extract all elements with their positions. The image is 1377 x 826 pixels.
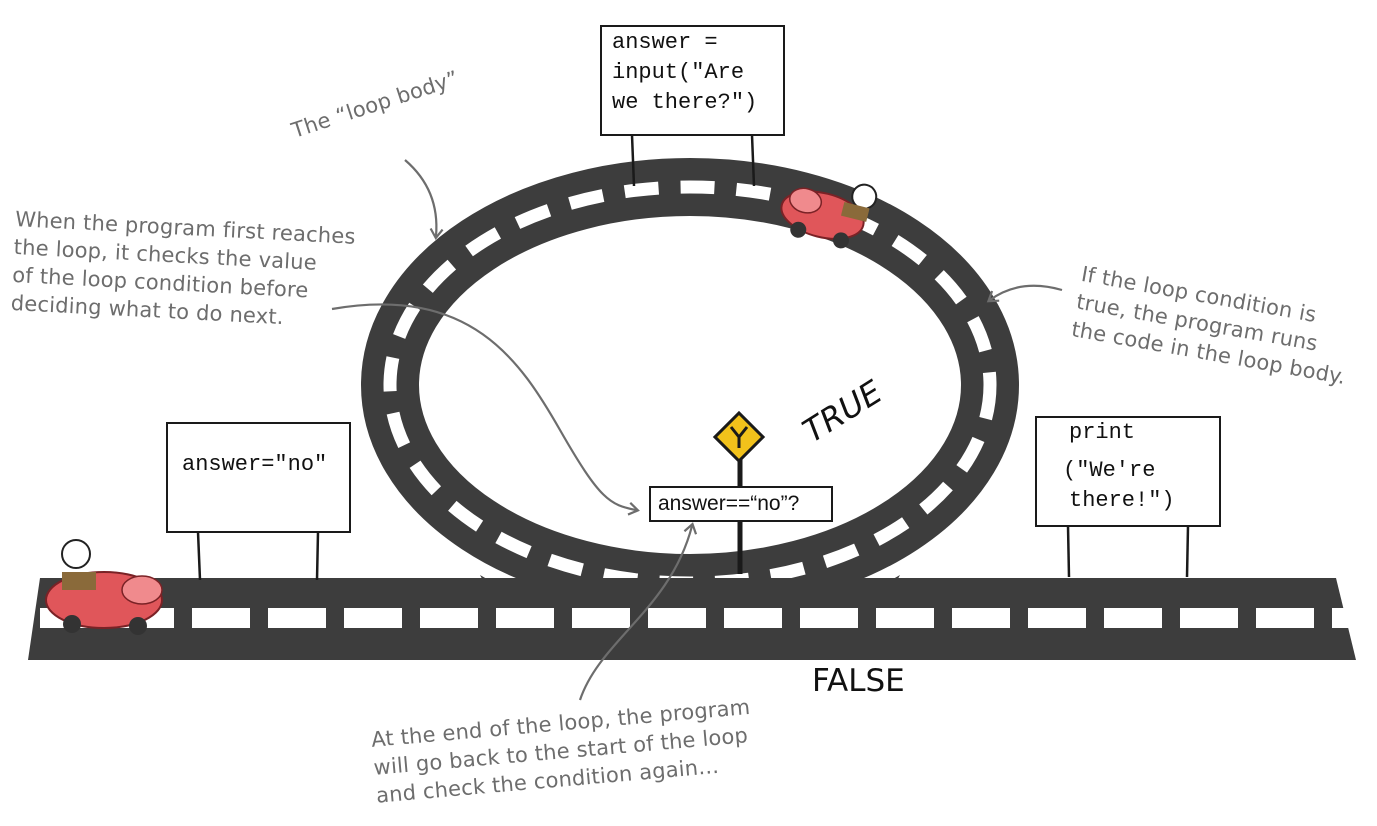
arrow-icon [986, 284, 1063, 303]
sign-line: input("Are [612, 60, 745, 85]
sign-line: we there?") [612, 90, 758, 115]
annotation-arrows [331, 159, 1063, 701]
arrow-icon [331, 303, 640, 516]
sign-line: print [1069, 420, 1136, 445]
false-label: FALSE [812, 663, 905, 699]
sign-line: answer = [612, 30, 718, 55]
straight-road [28, 578, 1356, 660]
first-reaches-annotation: When the program first reaches the loop,… [10, 205, 356, 335]
condition-text: answer==“no”? [658, 492, 800, 515]
exit-sign: print ("We're there!") [1035, 416, 1221, 527]
car-icon [45, 539, 163, 635]
init-sign: answer="no" [166, 422, 351, 533]
condition-sign: answer==“no”? [649, 486, 833, 522]
car-icon [780, 183, 878, 249]
sign-line: there!") [1069, 488, 1175, 513]
sign-line: answer="no" [182, 452, 328, 477]
yield-sign-icon [712, 410, 766, 464]
arrow-icon [578, 522, 698, 701]
loop-road [361, 158, 1019, 612]
sign-line: ("We're [1063, 458, 1156, 483]
arrow-icon [404, 159, 444, 240]
loop-body-sign: answer = input("Are we there?") [600, 25, 785, 136]
